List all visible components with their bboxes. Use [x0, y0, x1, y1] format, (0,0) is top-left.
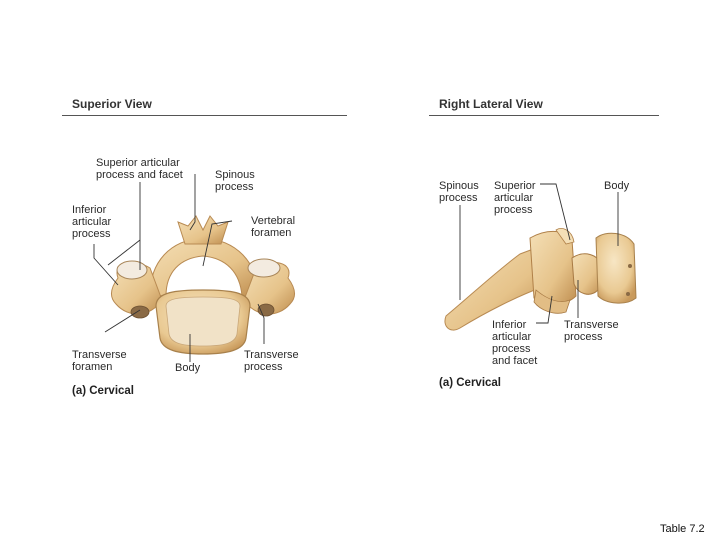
- superior-view-rule: [62, 115, 347, 116]
- label-inferior-articular-process: Inferior articular process: [72, 204, 112, 240]
- label-lateral-transverse-process: Transverse process: [564, 319, 619, 343]
- label-lateral-inferior-articular-process: Inferior articular process and facet: [492, 319, 538, 367]
- lateral-leader-lines: [459, 183, 619, 324]
- superior-view-title: Superior View: [72, 97, 152, 111]
- superior-left-facet: [116, 260, 148, 280]
- label-lateral-body: Body: [604, 180, 630, 192]
- superior-right-facet: [247, 258, 281, 278]
- table-caption: Table 7.2: [660, 523, 705, 535]
- label-superior-articular-process: Superior articular process and facet: [96, 157, 183, 181]
- superior-spinous-process: [177, 215, 229, 245]
- superior-leader-lines: [93, 174, 265, 362]
- superior-left-transverse-foramen: [130, 305, 150, 319]
- label-transverse-foramen: Transverse foramen: [72, 349, 127, 373]
- lateral-inferior-articular-process: [533, 289, 571, 314]
- lateral-vertebral-body: [595, 232, 637, 304]
- label-lateral-spinous-process: Spinous process: [439, 180, 479, 204]
- label-transverse-process: Transverse process: [244, 349, 299, 373]
- superior-neural-arch: [149, 237, 259, 297]
- label-lateral-superior-articular-process: Superior articular process: [494, 180, 536, 216]
- lateral-vertebra: [444, 228, 637, 331]
- superior-vertebra: [111, 215, 295, 355]
- lateral-subcaption: (a) Cervical: [439, 377, 502, 389]
- label-body: Body: [175, 362, 201, 374]
- lateral-view-rule: [429, 115, 659, 116]
- label-spinous-process: Spinous process: [215, 169, 255, 193]
- lateral-view-title: Right Lateral View: [439, 97, 543, 111]
- superior-subcaption: (a) Cervical: [72, 385, 135, 397]
- label-vertebral-foramen: Vertebral foramen: [251, 215, 296, 239]
- lateral-spinous-process: [444, 247, 541, 331]
